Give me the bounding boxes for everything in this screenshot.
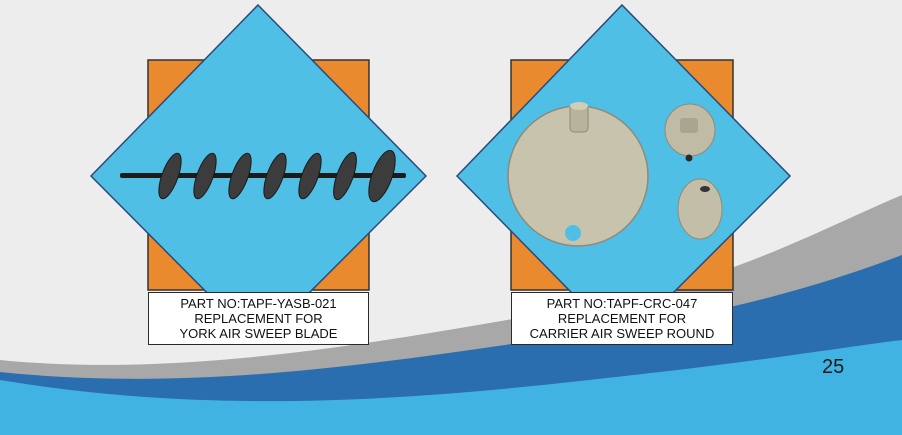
caption-line-3: YORK AIR SWEEP BLADE (179, 326, 338, 341)
part-number: PART NO:TAPF-YASB-021 (180, 296, 337, 311)
caption-line-3: CARRIER AIR SWEEP ROUND (529, 326, 715, 341)
page-number: 25 (822, 356, 845, 378)
caption-line-2: REPLACEMENT FOR (194, 311, 323, 326)
round-discs-image (507, 102, 723, 247)
product-artwork (455, 3, 792, 346)
part-number: PART NO:TAPF-CRC-047 (546, 296, 698, 311)
product-artwork (89, 3, 428, 346)
product-caption: PART NO:TAPF-YASB-021 REPLACEMENT FOR YO… (148, 292, 369, 345)
product-caption: PART NO:TAPF-CRC-047 REPLACEMENT FOR CAR… (511, 292, 733, 345)
product-card-carrier: PART NO:TAPF-CRC-047 REPLACEMENT FOR CAR… (455, 3, 827, 346)
auger-blade-image (120, 149, 406, 203)
product-card-york: PART NO:TAPF-YASB-021 REPLACEMENT FOR YO… (89, 3, 464, 346)
caption-line-2: REPLACEMENT FOR (557, 311, 687, 326)
